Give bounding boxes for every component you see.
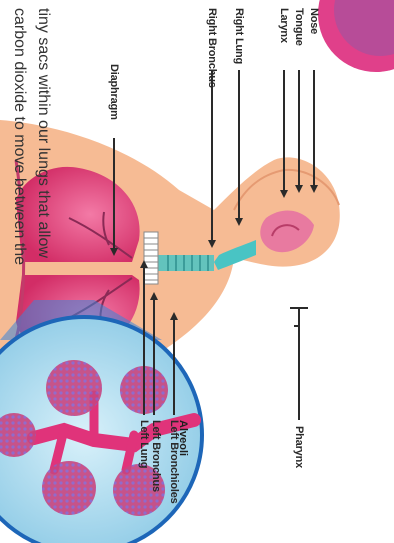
- pharynx-bracket: [290, 308, 308, 326]
- corner-blob: [318, 0, 394, 72]
- label-nose: Nose: [308, 8, 320, 34]
- alveoli-title: Alveoli: [177, 420, 189, 456]
- caption-line-1: tiny sacs within our lungs that allow: [34, 8, 52, 258]
- label-left-lung: Left Lung: [138, 420, 150, 468]
- label-left-bronchus: Left Bronchus: [150, 420, 162, 492]
- label-right-bronchus: Right Bronchus: [206, 8, 218, 88]
- label-pharynx: Pharynx: [293, 426, 305, 468]
- label-tongue: Tongue: [293, 8, 305, 46]
- label-diaphragm: Diaphragm: [108, 64, 120, 120]
- label-larynx: Larynx: [278, 8, 290, 43]
- label-right-lung: Right Lung: [233, 8, 245, 64]
- caption-line-2: carbon dioxide to move between the: [10, 8, 28, 265]
